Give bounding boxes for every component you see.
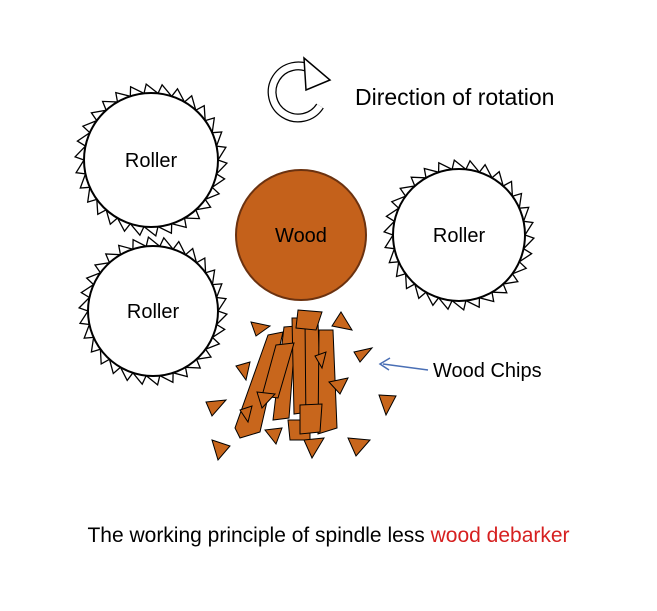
wood-chip bbox=[239, 405, 253, 424]
wood-chip bbox=[314, 351, 327, 370]
rotation-label: Direction of rotation bbox=[355, 84, 554, 110]
chips-pointer-arrow bbox=[378, 357, 429, 371]
wood-chip bbox=[205, 399, 228, 417]
roller-bottom-left: Roller bbox=[77, 235, 229, 387]
roller-label: Roller bbox=[127, 301, 180, 323]
roller-label: Roller bbox=[125, 150, 178, 172]
wood-strip bbox=[295, 309, 323, 331]
wood-chip bbox=[250, 321, 272, 337]
wood-chip bbox=[378, 394, 397, 417]
caption-text: The working principle of spindle less bbox=[87, 524, 431, 547]
wood-chip bbox=[235, 361, 251, 382]
roller-label: Roller bbox=[433, 225, 486, 247]
wood-log: Wood bbox=[235, 169, 367, 301]
wood-chip bbox=[303, 437, 325, 460]
roller-right: Roller bbox=[382, 158, 536, 312]
wood-chips-label: Wood Chips bbox=[433, 360, 542, 382]
wood-chip bbox=[211, 439, 231, 462]
roller-top-left: Roller bbox=[73, 82, 229, 238]
wood-chip bbox=[347, 437, 372, 457]
caption: The working principle of spindle less wo… bbox=[0, 524, 657, 548]
wood-chip bbox=[328, 377, 349, 395]
circular-arrow-icon bbox=[267, 56, 332, 123]
wood-chip bbox=[353, 347, 374, 363]
wood-chip bbox=[256, 391, 277, 409]
wood-strip bbox=[299, 403, 323, 435]
caption-highlight: wood debarker bbox=[430, 524, 570, 547]
wood-chips bbox=[205, 309, 397, 462]
wood-label: Wood bbox=[275, 225, 327, 247]
wood-chip bbox=[264, 427, 283, 446]
wood-chip bbox=[331, 311, 354, 331]
wood-strip bbox=[261, 342, 295, 399]
